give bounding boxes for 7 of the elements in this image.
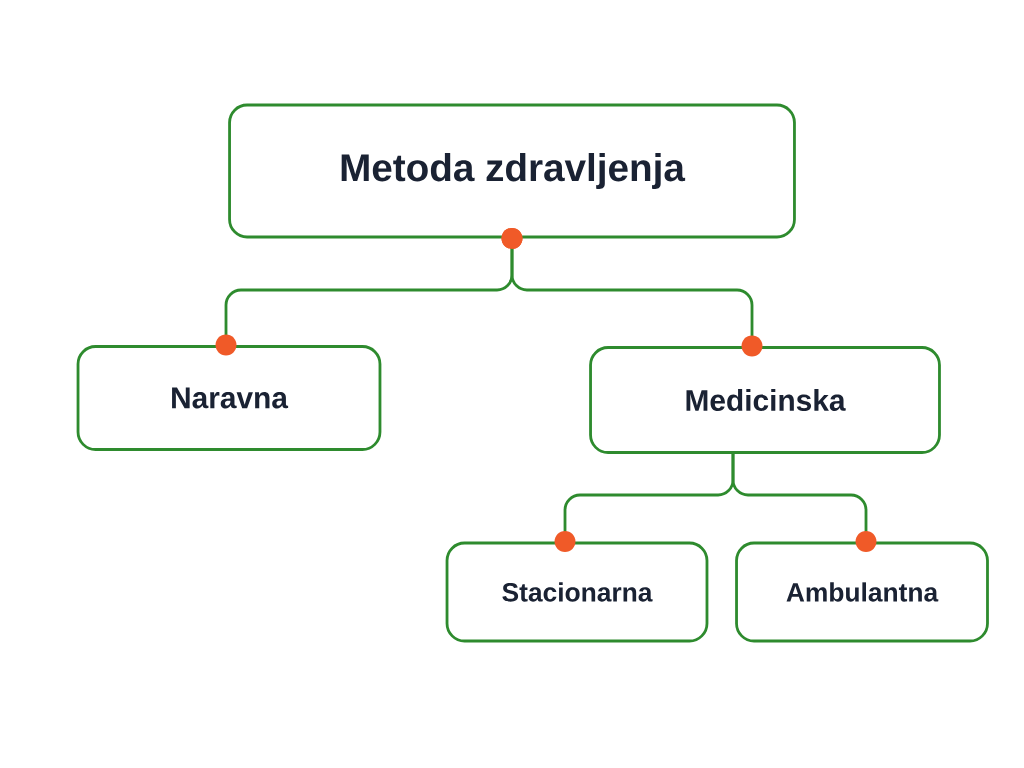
process-box: Metoda zdravljenja [228,103,796,239]
process-box: Ambulantna [735,541,989,643]
process-box: Stacionarna [445,541,709,643]
connector [501,227,763,357]
connector [731,453,877,553]
process-box: Naravna [76,345,382,451]
process-box: Medicinska [589,346,941,454]
